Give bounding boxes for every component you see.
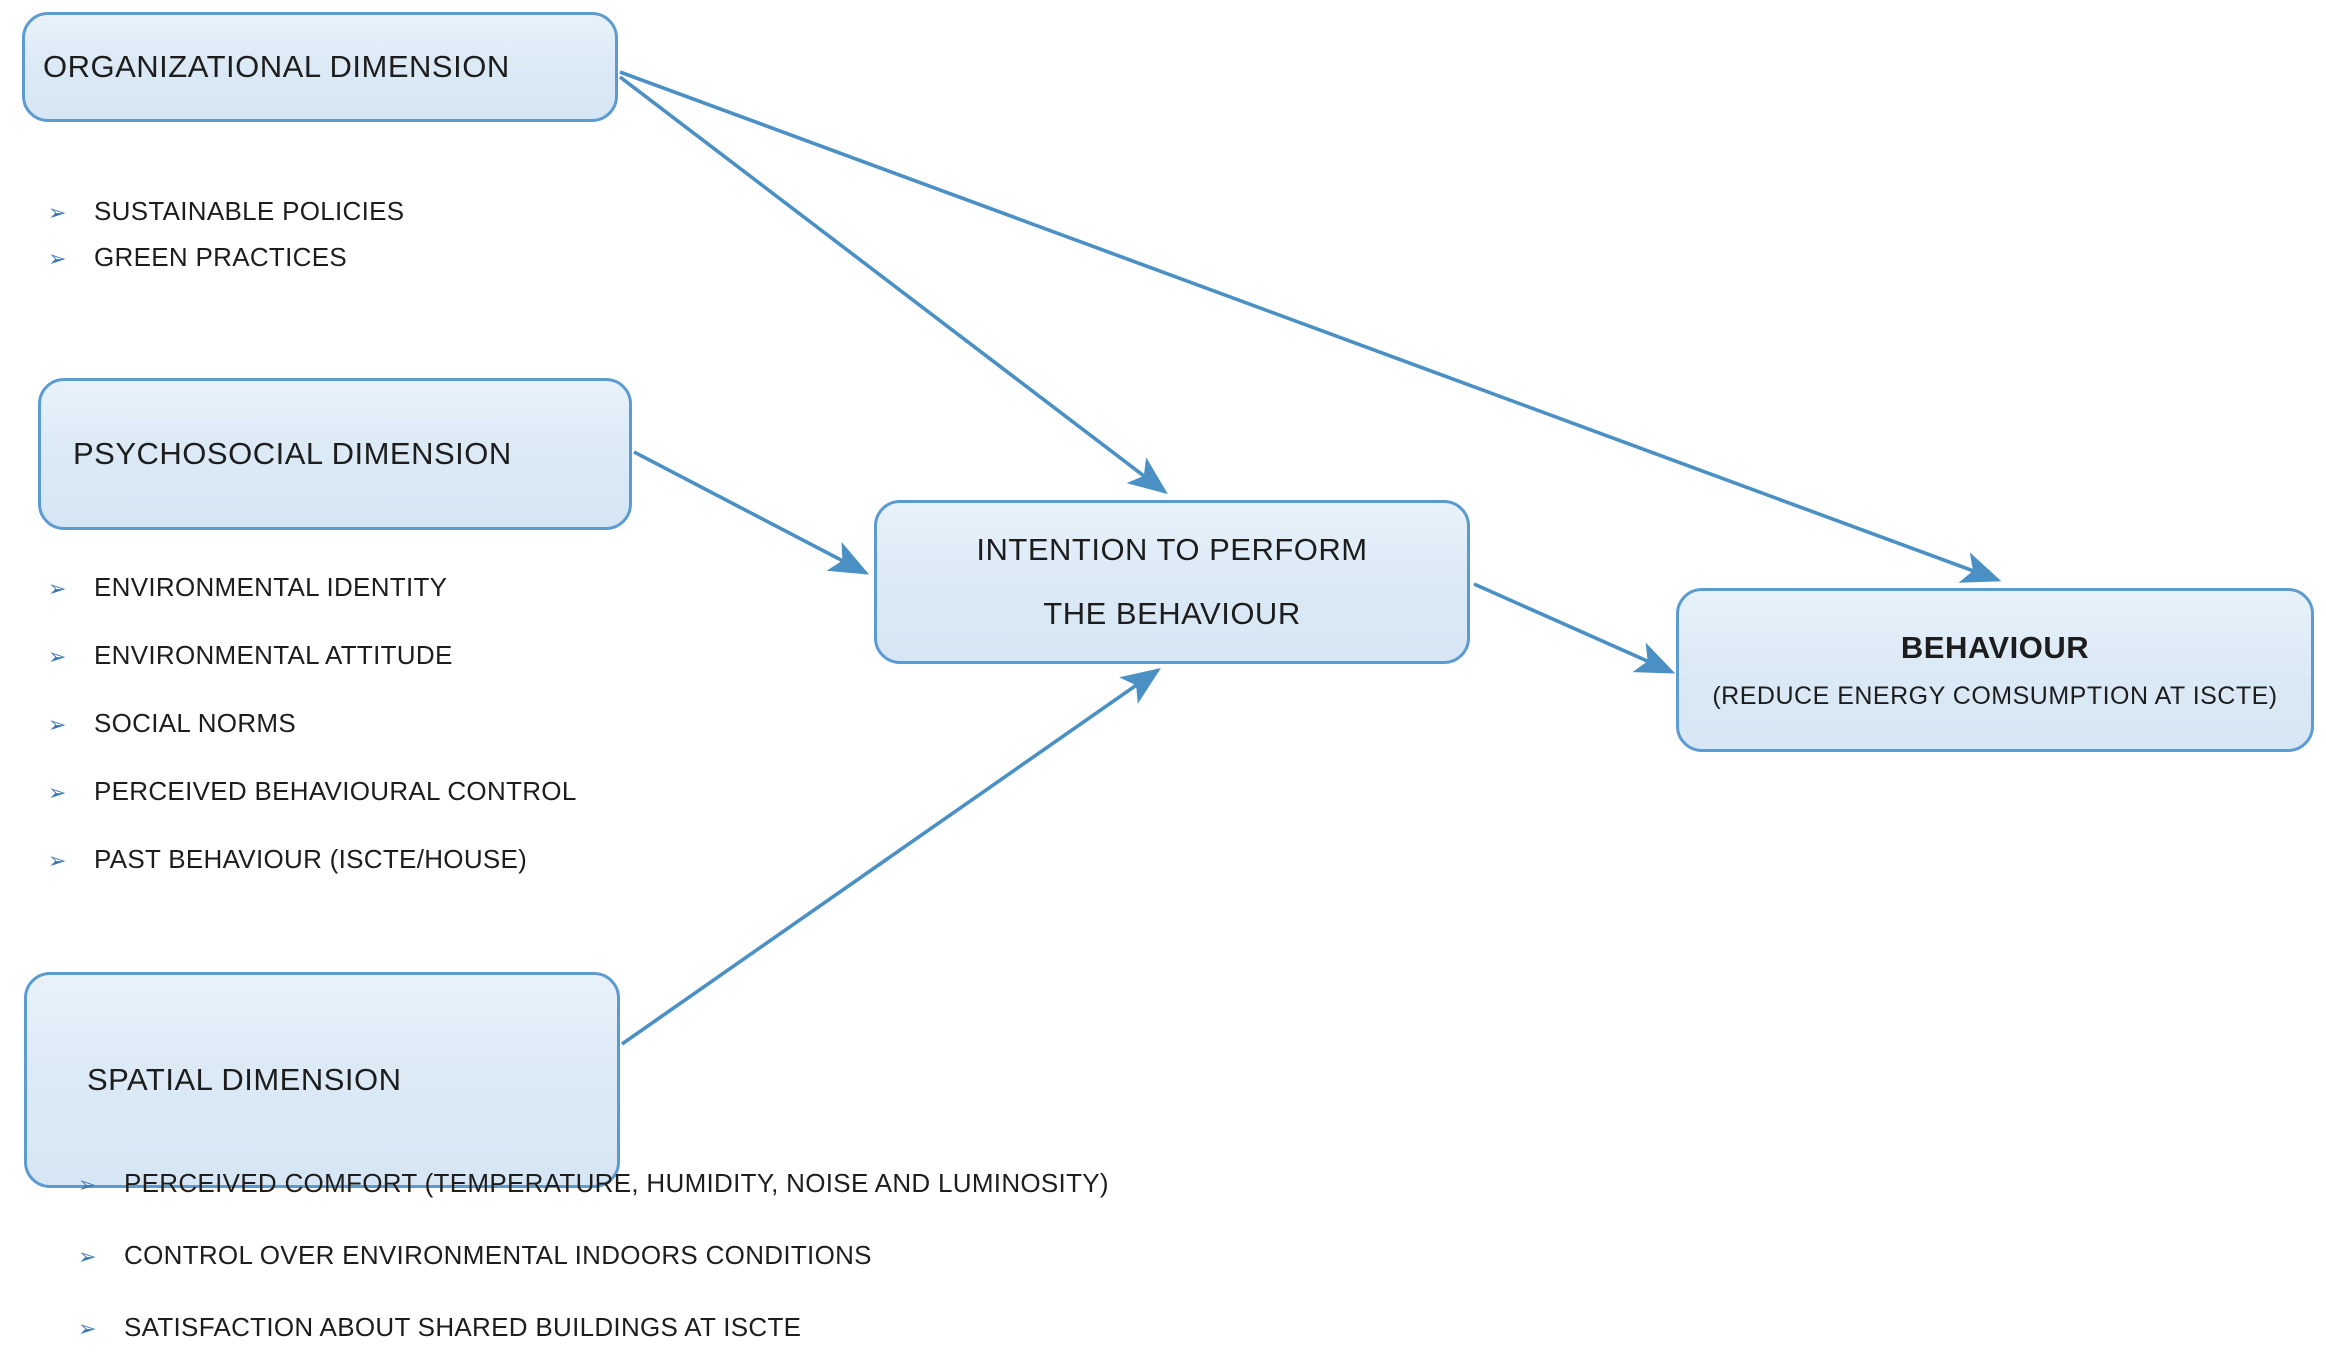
node-behaviour-sublabel: (REDUCE ENERGY COMSUMPTION AT ISCTE) xyxy=(1712,681,2278,710)
bullet-item-label: CONTROL OVER ENVIRONMENTAL INDOORS CONDI… xyxy=(124,1240,872,1270)
edge-organizational-to-intention xyxy=(618,75,1168,495)
bullet-arrow-icon: ➢ xyxy=(78,1316,97,1341)
node-organizational-dimension[interactable]: ORGANIZATIONAL DIMENSION xyxy=(22,12,618,122)
bullet-arrow-icon: ➢ xyxy=(48,200,67,225)
edge-spatial-to-intention xyxy=(620,667,1161,1046)
node-intention-label-line2: THE BEHAVIOUR xyxy=(1043,596,1301,631)
bullet-arrow-icon: ➢ xyxy=(78,1172,97,1197)
node-behaviour[interactable]: BEHAVIOUR (REDUCE ENERGY COMSUMPTION AT … xyxy=(1676,588,2314,752)
bullet-arrow-icon: ➢ xyxy=(78,1244,97,1269)
bullet-item: ➢ PERCEIVED COMFORT (TEMPERATURE, HUMIDIT… xyxy=(78,1168,1109,1240)
bullet-item-label: SOCIAL NORMS xyxy=(94,708,297,738)
bullet-item: ➢ CONTROL OVER ENVIRONMENTAL INDOORS COND… xyxy=(78,1240,1109,1312)
edge-intention-to-behaviour xyxy=(1473,582,1676,674)
bullet-item-label: SATISFACTION ABOUT SHARED BUILDINGS AT I… xyxy=(124,1312,802,1342)
bullet-item: ➢ ENVIRONMENTAL IDENTITY xyxy=(48,572,577,640)
bullet-item-label: GREEN PRACTICES xyxy=(94,242,347,272)
bullet-item-label: PAST BEHAVIOUR (ISCTE/HOUSE) xyxy=(94,844,528,874)
bullet-item: ➢ PERCEIVED BEHAVIOURAL CONTROL xyxy=(48,776,577,844)
node-intention-label-line1: INTENTION TO PERFORM xyxy=(976,532,1368,567)
bullet-item: ➢ SUSTAINABLE POLICIES xyxy=(48,196,404,242)
bullet-item: ➢ GREEN PRACTICES xyxy=(48,242,404,288)
bullet-list-spatial: ➢ PERCEIVED COMFORT (TEMPERATURE, HUMIDIT… xyxy=(78,1168,1109,1356)
node-spatial-label: SPATIAL DIMENSION xyxy=(87,1062,402,1097)
bullet-item-label: PERCEIVED BEHAVIOURAL CONTROL xyxy=(94,776,577,806)
node-behaviour-label: BEHAVIOUR xyxy=(1900,629,2090,665)
bullet-arrow-icon: ➢ xyxy=(48,780,67,805)
node-organizational-label: ORGANIZATIONAL DIMENSION xyxy=(43,49,510,84)
bullet-list-organizational: ➢ SUSTAINABLE POLICIES ➢ GREEN PRACTICES xyxy=(48,196,404,288)
bullet-item: ➢ SOCIAL NORMS xyxy=(48,708,577,776)
bullet-item: ➢ PAST BEHAVIOUR (ISCTE/HOUSE) xyxy=(48,844,577,912)
node-psychosocial-dimension[interactable]: PSYCHOSOCIAL DIMENSION xyxy=(38,378,632,530)
bullet-arrow-icon: ➢ xyxy=(48,644,67,669)
bullet-item: ➢ ENVIRONMENTAL ATTITUDE xyxy=(48,640,577,708)
bullet-arrow-icon: ➢ xyxy=(48,576,67,601)
bullet-item-label: SUSTAINABLE POLICIES xyxy=(94,196,405,226)
bullet-item-label: ENVIRONMENTAL IDENTITY xyxy=(94,572,448,602)
bullet-arrow-icon: ➢ xyxy=(48,712,67,737)
node-intention-to-perform-the-behaviour[interactable]: INTENTION TO PERFORM THE BEHAVIOUR xyxy=(874,500,1470,664)
node-spatial-dimension[interactable]: SPATIAL DIMENSION xyxy=(24,972,620,1188)
bullet-item: ➢ SATISFACTION ABOUT SHARED BUILDINGS AT … xyxy=(78,1312,1109,1356)
bullet-arrow-icon: ➢ xyxy=(48,848,67,873)
bullet-item-label: ENVIRONMENTAL ATTITUDE xyxy=(94,640,453,670)
node-psychosocial-label: PSYCHOSOCIAL DIMENSION xyxy=(73,436,512,471)
edge-psychosocial-to-intention xyxy=(633,450,870,575)
bullet-arrow-icon: ➢ xyxy=(48,246,67,271)
bullet-list-psychosocial: ➢ ENVIRONMENTAL IDENTITY ➢ ENVIRONMENTAL AT… xyxy=(48,572,577,912)
bullet-item-label: PERCEIVED COMFORT (TEMPERATURE, HUMIDITY… xyxy=(124,1168,1109,1198)
